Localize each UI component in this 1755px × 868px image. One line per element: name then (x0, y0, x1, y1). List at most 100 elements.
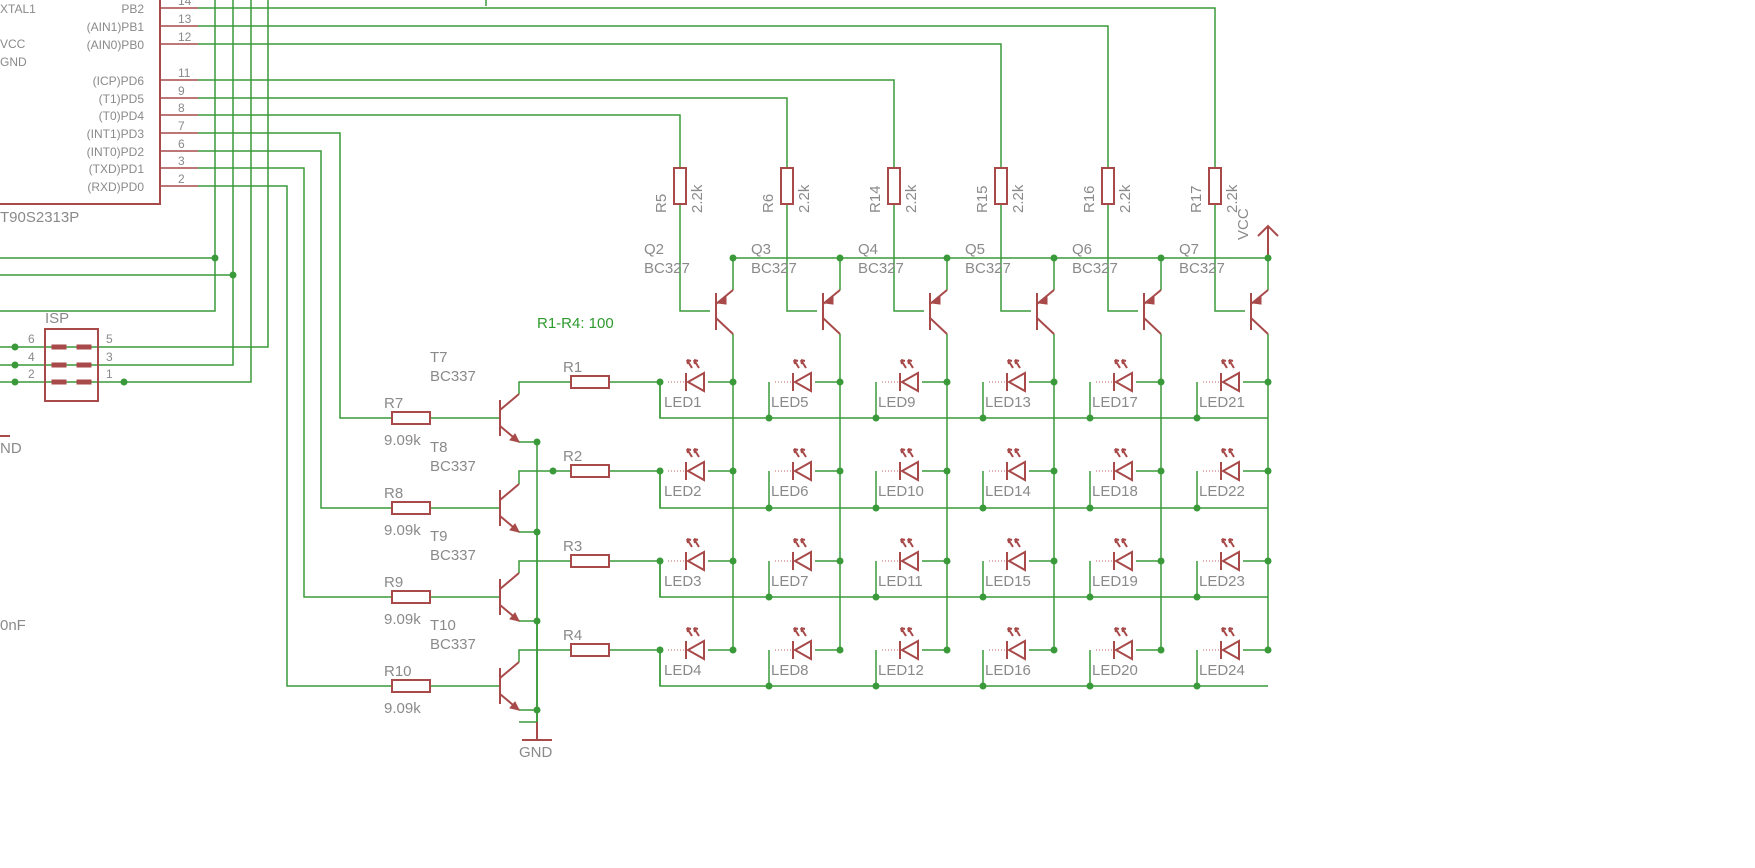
mcu-pin-number: 3 (178, 154, 185, 168)
junction-dots (11, 254, 1272, 714)
led-light-arrow (900, 448, 907, 458)
led-light-arrow (800, 448, 807, 458)
column-resistor (1208, 167, 1222, 205)
junction-dot (765, 682, 773, 690)
npn-name: T8 (430, 439, 448, 456)
row-resistor-name: R3 (563, 538, 582, 555)
pnp-collector (929, 317, 948, 335)
gnd-label-left: ND (0, 440, 22, 457)
base-resistor-name: R10 (384, 663, 412, 680)
junction-dot (836, 557, 844, 565)
led-light-arrow (1114, 627, 1121, 637)
row-resistor (570, 464, 610, 478)
led-light-arrow (686, 538, 693, 548)
led-light-arrow (1014, 448, 1021, 458)
led-light-arrow (686, 359, 693, 369)
isp-pin-number: 5 (106, 332, 113, 346)
junction-dot (1086, 593, 1094, 601)
mcu-pin-number: 7 (178, 119, 185, 133)
led-body (1006, 639, 1026, 661)
column-drive-wire (198, 25, 1109, 168)
led-light-arrow (693, 538, 700, 548)
base-resistor (391, 411, 431, 425)
pnp-collector (1250, 317, 1269, 335)
junction-dot (533, 528, 541, 536)
led-label: LED6 (771, 483, 809, 500)
led-light-arrow (1014, 359, 1021, 369)
led-light-arrow (1121, 538, 1128, 548)
npn-arrow (509, 433, 520, 443)
led-body (685, 639, 705, 661)
led-light-arrow (1121, 627, 1128, 637)
row-drive-wire (198, 185, 392, 687)
pnp-arrow (1144, 294, 1155, 305)
junction-dot (1264, 646, 1272, 654)
junction-dot (836, 646, 844, 654)
npn-collector-wire (518, 649, 571, 662)
led-body (685, 371, 705, 393)
led-label: LED2 (664, 483, 702, 500)
pnp-base-wire (786, 204, 817, 312)
led-label: LED14 (985, 483, 1031, 500)
junction-dot (229, 271, 237, 279)
pnp-arrow (716, 294, 727, 305)
led-light-arrow (1228, 538, 1235, 548)
mcu-pin-label: (ICP)PD6 (93, 74, 145, 88)
led-body (899, 639, 919, 661)
npn-type: BC337 (430, 547, 476, 564)
npn-collector (499, 661, 520, 679)
led-label: LED19 (1092, 573, 1138, 590)
pnp-collector (1143, 317, 1162, 335)
led-row-bus (659, 382, 1268, 419)
vcc-label: VCC (1235, 208, 1252, 240)
base-resistor-value: 9.09k (384, 700, 421, 717)
junction-dot (729, 254, 737, 262)
junction-dot (1050, 467, 1058, 475)
led-light-arrow (793, 359, 800, 369)
led-label: LED3 (664, 573, 702, 590)
isp-pin-pad (51, 362, 67, 368)
led-label: LED12 (878, 662, 924, 679)
led-label: LED24 (1199, 662, 1245, 679)
led-label: LED5 (771, 394, 809, 411)
junction-dot (656, 646, 664, 654)
junction-dot (656, 557, 664, 565)
mcu-pin-number: 14 (178, 0, 192, 8)
npn-name: T10 (430, 617, 456, 634)
pnp-base-wire (1107, 204, 1138, 312)
led-light-arrow (800, 538, 807, 548)
led-body (899, 550, 919, 572)
mcu-name: T90S2313P (0, 209, 79, 226)
junction-dot (979, 682, 987, 690)
pnp-type: BC327 (965, 260, 1011, 277)
junction-dot (1193, 593, 1201, 601)
row-drive-wire (198, 150, 392, 509)
resistor-note: R1-R4: 100 (537, 315, 614, 332)
mcu-pin-label: (AIN1)PB1 (87, 20, 145, 34)
base-resistor-name: R8 (384, 485, 403, 502)
isp-pin-number: 6 (28, 332, 35, 346)
row-resistor (570, 375, 610, 389)
junction-dot (1050, 378, 1058, 386)
pnp-arrow (823, 294, 834, 305)
led-light-arrow (1121, 448, 1128, 458)
npn-type: BC337 (430, 368, 476, 385)
pnp-name: Q3 (751, 241, 771, 258)
led-label: LED16 (985, 662, 1031, 679)
led-light-arrow (900, 359, 907, 369)
isp-pin-pad (51, 344, 67, 350)
led-light-arrow (800, 627, 807, 637)
junction-dot (872, 414, 880, 422)
led-light-arrow (1007, 359, 1014, 369)
led-light-arrow (1221, 359, 1228, 369)
led-label: LED8 (771, 662, 809, 679)
mcu-pin-number: 8 (178, 101, 185, 115)
junction-dot (11, 343, 19, 351)
mcu-pin-number: 13 (178, 12, 192, 26)
junction-dot (836, 254, 844, 262)
pnp-arrow (930, 294, 941, 305)
resistor-name: R16 (1081, 185, 1098, 213)
led-body (1113, 639, 1133, 661)
npn-collector-wire (518, 381, 571, 394)
row-resistor-name: R2 (563, 448, 582, 465)
